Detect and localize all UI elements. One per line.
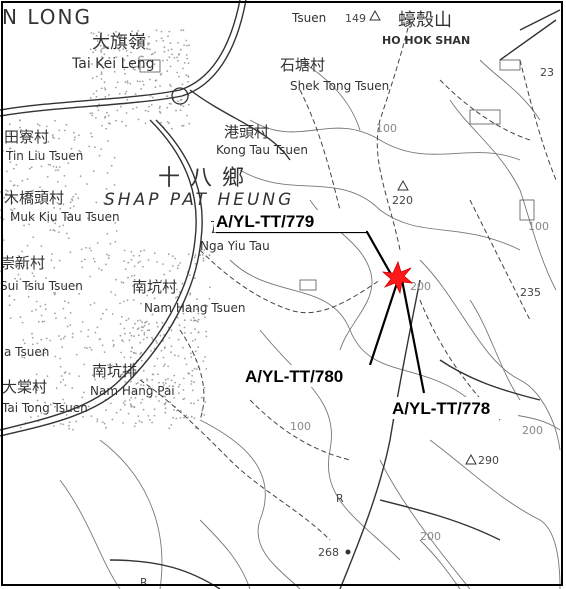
place-en-nam-hang-tsuen: Nam Hang Tsuen	[144, 301, 245, 315]
place-zh-muk-kiu-tau: 木橋頭村	[4, 189, 64, 207]
place-en-ho-hok-shan: HO HOK SHAN	[382, 34, 470, 47]
place-en-nga-yiu: Nga Yiu Tau	[200, 239, 270, 253]
spot-height-235: 235	[520, 286, 541, 299]
road-mark-r2: R	[140, 576, 148, 589]
contour-value-100b: 100	[528, 220, 549, 233]
place-en-shap-pat-heung: SHAP PAT HEUNG	[104, 190, 294, 210]
trig-icon-220	[397, 179, 409, 191]
spot-height-290: 290	[478, 454, 499, 467]
place-zh-shek-tong: 石塘村	[280, 56, 325, 74]
place-en-kong-tau: Kong Tau Tsuen	[216, 143, 308, 157]
site-label-779-backdrop	[214, 210, 366, 232]
spot-height-149: 149	[345, 12, 366, 25]
leader-line-778	[400, 279, 426, 394]
place-zh-tai-kei-leng: 大旗嶺	[92, 32, 146, 53]
site-label-780-backdrop	[243, 365, 371, 387]
site-labels: A/YL-TT/779 A/YL-TT/780 A/YL-TT/778	[214, 210, 518, 419]
trig-icon-149	[369, 9, 381, 21]
place-zh-shap-pat-heung: 十八鄉	[158, 166, 254, 191]
road-number-23: 23	[540, 66, 554, 79]
contour-lines	[59, 59, 561, 589]
place-zh-tin-liu: 田寮村	[4, 128, 49, 146]
place-zh-kong-tau: 港頭村	[224, 123, 269, 141]
place-zh-nam-hang-tsuen: 南坑村	[132, 278, 177, 296]
chinese-labels: 大旗嶺 石塘村 港頭村 田寮村 十八鄉 木橋頭村 瓦窰 崇新村 南坑村 南坑排 …	[0, 10, 452, 396]
building-outlines	[139, 59, 535, 291]
site-location-star-icon[interactable]	[381, 260, 414, 295]
contour-value-200a: 200	[410, 280, 431, 293]
road-mark-r1: R	[336, 492, 344, 505]
height-labels: 149 220 235 290 268 100 100 100 200 200 …	[140, 12, 554, 589]
contour-value-100a: 100	[376, 122, 397, 135]
place-en-sui-tsiu: Sui Tsiu Tsuen	[0, 279, 83, 293]
place-en-ho-hok-shan-text: HO HOK SHAN	[382, 34, 470, 47]
spot-height-220: 220	[392, 194, 413, 207]
spot-height-dot-268	[345, 549, 351, 555]
place-en-nam-hang-pai: Nam Hang Pai	[90, 384, 175, 398]
place-zh-sui-tsiu: 崇新村	[0, 254, 45, 272]
region-name-partial: N LONG	[2, 5, 92, 29]
site-label-778-backdrop	[390, 397, 518, 419]
roundabout	[171, 87, 189, 105]
spot-height-268: 268	[318, 546, 339, 559]
place-en-tin-liu: Tin Liu Tsuen	[5, 149, 83, 163]
site-label-779[interactable]: A/YL-TT/779	[216, 212, 314, 231]
trig-icon-290	[465, 453, 477, 465]
contour-value-100c: 100	[290, 420, 311, 433]
site-label-778[interactable]: A/YL-TT/778	[392, 399, 490, 418]
contour-value-200c: 200	[420, 530, 441, 543]
place-en-tai-tong: Tai Tong Tsuen	[1, 401, 88, 415]
place-en-shek-tong: Shek Tong Tsuen	[290, 79, 389, 93]
place-en-tai-kei-leng: Tai Kei Leng	[71, 56, 155, 72]
place-en-muk-kiu-tau: Muk Kiu Tau Tsuen	[10, 210, 120, 224]
english-labels: N LONG Tai Kei Leng Tsuen HO HOK SHAN Sh…	[0, 5, 470, 415]
contour-value-200b: 200	[522, 424, 543, 437]
site-label-780[interactable]: A/YL-TT/780	[245, 367, 343, 386]
leader-line-780	[368, 279, 400, 366]
trig-stations	[345, 9, 477, 555]
place-zh-nam-hang-pai: 南坑排	[92, 362, 137, 380]
place-en-a-tsuen: a Tsuen	[4, 345, 49, 359]
place-zh-tai-tong: 大棠村	[2, 378, 47, 396]
footpaths	[139, 19, 557, 541]
place-en-tsuen-top: Tsuen	[291, 11, 326, 25]
place-zh-ho-hok-shan: 蠔殼山	[398, 10, 452, 31]
